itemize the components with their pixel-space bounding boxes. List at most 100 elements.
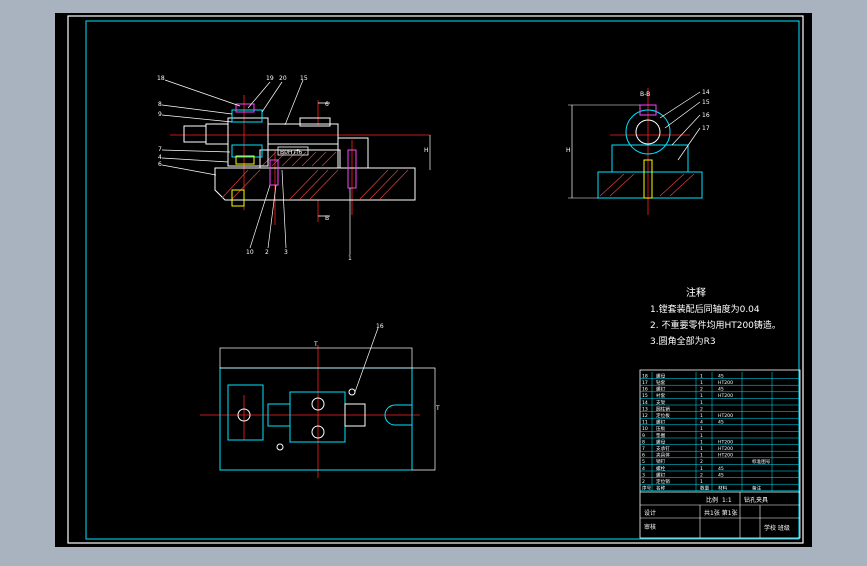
bom-cell-no: 5 <box>642 459 645 465</box>
bom-cell-qty: 2 <box>700 459 703 465</box>
title-scale: 1:1 <box>722 497 732 504</box>
technical-notes: 注释 1.镗套装配后同轴度为0.04 2. 不重要零件均用HT200铸造。 3.… <box>650 286 781 347</box>
bom-cell-qty: 1 <box>700 373 703 379</box>
bom-cell-name: 螺钉 <box>656 386 666 393</box>
bom-cell-no: 6 <box>642 453 645 459</box>
bom-cell-mat: 45 <box>718 472 724 478</box>
bom-cell-qty: 1 <box>700 453 703 459</box>
bom-cell-mat: HT200 <box>718 453 733 459</box>
bom-cell-qty: 1 <box>700 400 703 406</box>
title-school: 学校 班级 <box>764 524 790 532</box>
title-scale-label: 比例 <box>706 496 718 504</box>
balloon-1: 1 <box>348 255 352 262</box>
inner-border <box>85 20 800 540</box>
bom-cell-no: 4 <box>642 466 645 472</box>
bom-cell-qty: 1 <box>700 426 703 432</box>
bom-cell-qty: 数量 <box>700 485 710 492</box>
top-dim-right: T <box>435 405 440 412</box>
balloon-7: 7 <box>158 146 162 153</box>
bom-cell-name: 定位销 <box>656 478 670 485</box>
bom-cell-qty: 4 <box>700 420 703 426</box>
side-section-view[interactable]: B-B 14 15 16 17 H <box>566 88 710 215</box>
bom-cell-name: 螺栓 <box>656 465 666 472</box>
balloon-20: 20 <box>279 75 287 82</box>
notes-line-2: 2. 不重要零件均用HT200铸造。 <box>650 319 781 331</box>
bom-cell-no: 3 <box>642 472 645 478</box>
bom-cell-no: 9 <box>642 433 645 439</box>
bom-cell-mat: 45 <box>718 420 724 426</box>
notes-title: 注释 <box>686 286 706 299</box>
bom-cell-mat: 45 <box>718 373 724 379</box>
balloon-4: 4 <box>158 154 162 161</box>
bom-cell-no: 14 <box>642 400 648 406</box>
bom-cell-name: 定位板 <box>656 412 670 419</box>
side-balloon-17: 17 <box>702 125 710 132</box>
bom-cell-mat: HT200 <box>718 380 733 386</box>
bom-cell-note: 标准图号 <box>752 458 771 465</box>
title-sheet: 共1张 第1张 <box>704 509 738 517</box>
bom-cell-name: 垫圈 <box>656 432 666 439</box>
title-drawing-name: 钻孔夹具 <box>744 496 768 504</box>
bom-cell-name: 销钉 <box>656 458 666 465</box>
title-checker: 审核 <box>644 523 656 531</box>
bom-cell-no: 13 <box>642 406 648 412</box>
bom-cell-mat: 材料 <box>718 485 728 492</box>
bom-cell-qty: 1 <box>700 446 703 452</box>
side-balloon-15: 15 <box>702 99 710 106</box>
balloon-3: 3 <box>284 249 288 256</box>
front-section-view[interactable]: B0H7f6 18 19 20 15 8 9 <box>157 75 431 262</box>
notes-line-1: 1.镗套装配后同轴度为0.04 <box>650 303 760 315</box>
bom-cell-name: 螺母 <box>656 372 666 379</box>
bom-cell-no: 12 <box>642 413 648 419</box>
top-balloon-16: 16 <box>376 323 384 330</box>
notes-line-3: 3.圆角全部为R3 <box>650 335 716 347</box>
bom-cell-name: 名称 <box>656 485 666 492</box>
bom-cell-qty: 1 <box>700 380 703 386</box>
bom-cell-name: 螺钉 <box>656 471 666 478</box>
balloon-9: 9 <box>158 111 162 118</box>
bom-cell-qty: 2 <box>700 472 703 478</box>
bom-cell-qty: 1 <box>700 413 703 419</box>
bom-cell-no: 11 <box>642 420 648 426</box>
bom-cell-name: 螺钉 <box>656 419 666 426</box>
balloon-2: 2 <box>265 249 269 256</box>
shaft-fit-label: B0H7f6 <box>280 149 302 156</box>
balloon-6: 6 <box>158 161 162 168</box>
bom-cell-name: 支架 <box>656 399 666 406</box>
bom-cell-name: 压板 <box>656 425 666 432</box>
bom-cell-mat: HT200 <box>718 393 733 399</box>
section-label-top: 6 <box>325 101 329 108</box>
bom-cell-no: 16 <box>642 387 648 393</box>
bom-cell-no: 2 <box>642 479 645 485</box>
bom-cell-qty: 1 <box>700 466 703 472</box>
title-block: 钻孔夹具 比例 1:1 共1张 第1张 设计 审核 学校 班级 <box>640 491 800 538</box>
title-designer: 设计 <box>644 509 656 517</box>
bom-cell-no: 序号 <box>642 485 652 492</box>
side-section-label: B-B <box>640 91 650 98</box>
bom-cell-no: 8 <box>642 439 645 445</box>
bom-cell-no: 17 <box>642 380 648 386</box>
bom-cell-note: 备注 <box>752 485 762 492</box>
bom-cell-qty: 1 <box>700 439 703 445</box>
bom-cell-name: 衬套 <box>656 392 666 399</box>
bom-cell-name: 圆柱销 <box>656 405 670 412</box>
balloon-19: 19 <box>266 75 274 82</box>
bom-cell-mat: 45 <box>718 387 724 393</box>
side-balloon-16: 16 <box>702 112 710 119</box>
bom-cell-qty: 1 <box>700 479 703 485</box>
bom-cell-name: 支承钉 <box>656 445 670 452</box>
bom-cell-qty: 2 <box>700 387 703 393</box>
bom-cell-name: 螺母 <box>656 438 666 445</box>
balloon-18: 18 <box>157 75 165 82</box>
bom-cell-mat: HT200 <box>718 439 733 445</box>
top-dim-top: T <box>313 341 318 348</box>
top-plan-view[interactable]: 16 T T <box>200 323 440 478</box>
front-dim-right: H <box>424 147 429 154</box>
bom-cell-no: 7 <box>642 446 645 452</box>
bom-cell-qty: 1 <box>700 393 703 399</box>
balloon-15: 15 <box>300 75 308 82</box>
